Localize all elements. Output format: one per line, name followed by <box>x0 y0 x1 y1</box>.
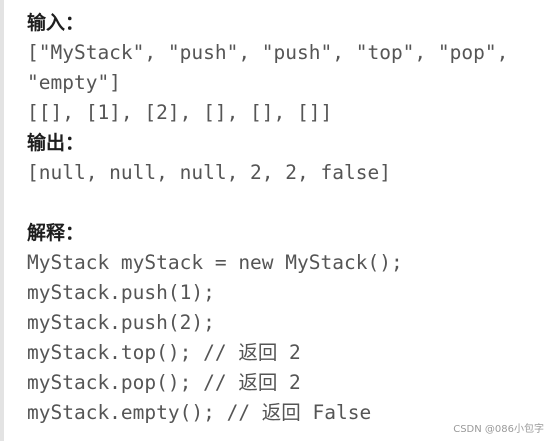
blank-line <box>27 188 547 218</box>
explanation-line-2: myStack.push(1); <box>27 281 215 304</box>
explanation-line-5: myStack.pop(); // 返回 2 <box>27 371 301 394</box>
input-line-1: ["MyStack", "push", "push", "top", "pop"… <box>27 41 509 64</box>
explanation-line-1: MyStack myStack = new MyStack(); <box>27 251 403 274</box>
explanation-line-3: myStack.push(2); <box>27 311 215 334</box>
input-line-3: [[], [1], [2], [], [], []] <box>27 101 333 124</box>
example-block: 输入： ["MyStack", "push", "push", "top", "… <box>27 8 547 428</box>
explanation-line-4: myStack.top(); // 返回 2 <box>27 341 301 364</box>
blockquote-bar <box>0 0 4 441</box>
explanation-line-6: myStack.empty(); // 返回 False <box>27 401 372 424</box>
output-label: 输出： <box>27 132 85 154</box>
input-line-2: "empty"] <box>27 71 121 94</box>
watermark: CSDN @086小包字 <box>453 424 544 435</box>
input-label: 输入： <box>27 12 85 34</box>
output-line: [null, null, null, 2, 2, false] <box>27 161 391 184</box>
explanation-label: 解释： <box>27 222 85 244</box>
